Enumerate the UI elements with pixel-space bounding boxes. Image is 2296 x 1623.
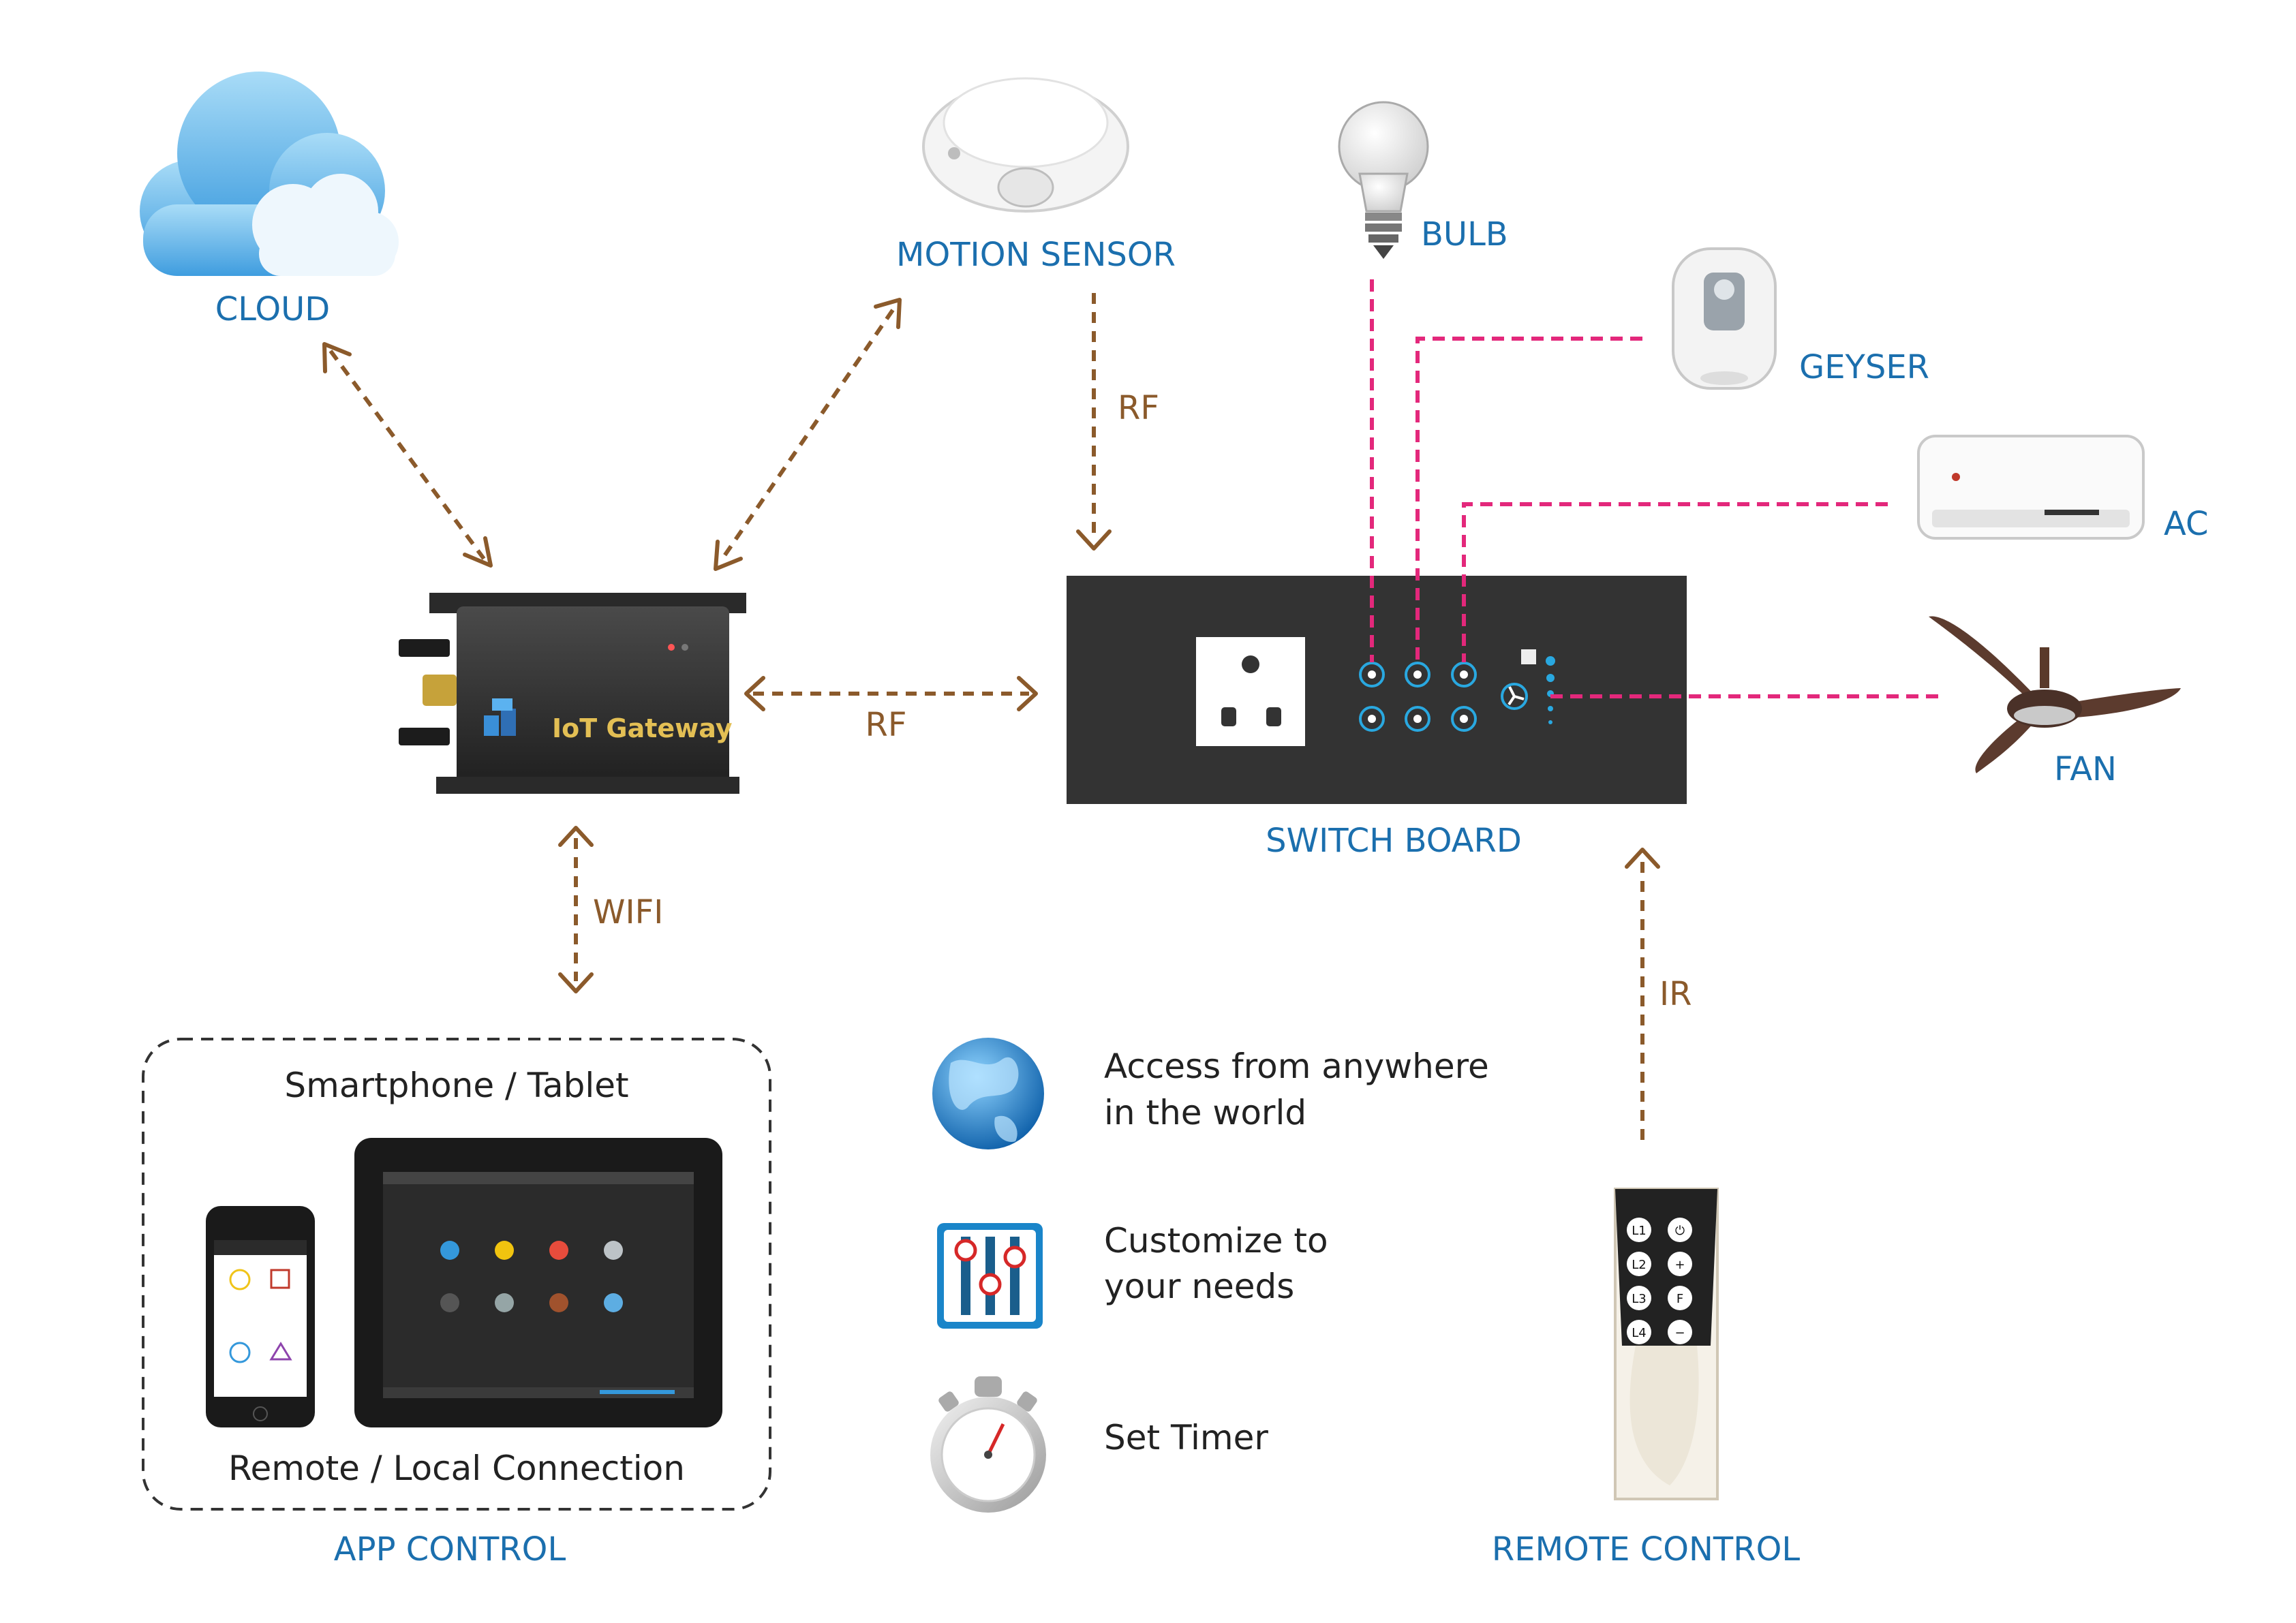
ac-label: AC — [2164, 505, 2209, 543]
customize-line1: Customize to — [1104, 1221, 1328, 1261]
switch-buttons — [1359, 662, 1477, 732]
smartphone-icon — [206, 1206, 315, 1427]
switch-board-label: SWITCH BOARD — [1266, 822, 1522, 860]
connection-gateway-app — [558, 826, 594, 993]
customize-line2: your needs — [1104, 1267, 1294, 1306]
ac-icon — [1917, 435, 2145, 540]
app-box-top-label: Smartphone / Tablet — [284, 1066, 628, 1105]
fan-label: FAN — [2054, 750, 2117, 788]
connection-remote-switchboard — [1625, 848, 1660, 1145]
connection-motion-switchboard — [1076, 293, 1112, 551]
cloud-icon — [140, 72, 399, 276]
remote-key-label: ⏻ — [1675, 1224, 1685, 1238]
fan-speed-indicator — [1546, 656, 1555, 724]
remote-key-label: F — [1677, 1292, 1683, 1306]
remote-control-label: REMOTE CONTROL — [1492, 1530, 1800, 1568]
bulb-icon — [1338, 101, 1429, 259]
remote-key-label: L3 — [1632, 1292, 1646, 1306]
remote-key — [1627, 1252, 1651, 1276]
iot-gateway-device — [399, 593, 746, 794]
geyser-label: GEYSER — [1799, 348, 1929, 386]
connection-motion-gateway — [714, 298, 902, 571]
fan-regulator-icon — [1501, 683, 1528, 710]
remote-key-label: L2 — [1632, 1258, 1646, 1272]
switch-board — [1067, 576, 1687, 804]
motion-sensor-label: MOTION SENSOR — [896, 236, 1176, 274]
remote-key — [1668, 1218, 1692, 1242]
app-box-bottom-label: Remote / Local Connection — [228, 1449, 685, 1488]
remote-key-label: − — [1674, 1326, 1685, 1340]
tablet-icon — [354, 1138, 722, 1427]
iot-gateway-label: IoT Gateway — [552, 713, 733, 743]
globe-icon — [932, 1038, 1044, 1149]
connection-gateway-switchboard — [744, 676, 1038, 711]
gateway-logo-icon — [484, 698, 516, 736]
timer-label: Set Timer — [1104, 1418, 1268, 1457]
motion-sensor-icon — [922, 77, 1129, 213]
geyser-icon — [1672, 247, 1777, 390]
app-control-box — [142, 1038, 771, 1511]
remote-key — [1668, 1286, 1692, 1310]
connection-cloud-gateway — [322, 342, 493, 568]
remote-key — [1627, 1286, 1651, 1310]
remote-key — [1668, 1252, 1692, 1276]
appliance-wiring — [1370, 279, 1942, 698]
remote-key-label: + — [1674, 1258, 1685, 1272]
stopwatch-icon — [930, 1376, 1046, 1513]
remote-key — [1668, 1320, 1692, 1344]
bulb-label: BULB — [1421, 215, 1508, 253]
sliders-icon — [937, 1223, 1043, 1329]
access-line1: Access from anywhere — [1104, 1047, 1489, 1086]
wifi-label: WIFI — [593, 893, 663, 931]
power-socket — [1196, 637, 1305, 746]
remote-key — [1627, 1218, 1651, 1242]
remote-key — [1627, 1320, 1651, 1344]
ir-label: IR — [1659, 975, 1692, 1013]
rf-motion-label: RF — [1118, 389, 1159, 427]
rf-gateway-label: RF — [866, 706, 907, 744]
remote-key-label: L4 — [1632, 1326, 1646, 1340]
remote-keypad: L1 ⏻ L2 + L3 F L4 − — [1627, 1218, 1692, 1344]
cloud-label: CLOUD — [215, 290, 330, 328]
fan-icon — [1929, 616, 2181, 773]
remote-key-label: L1 — [1632, 1224, 1646, 1238]
access-line2: in the world — [1104, 1093, 1306, 1132]
app-control-label: APP CONTROL — [334, 1530, 566, 1568]
